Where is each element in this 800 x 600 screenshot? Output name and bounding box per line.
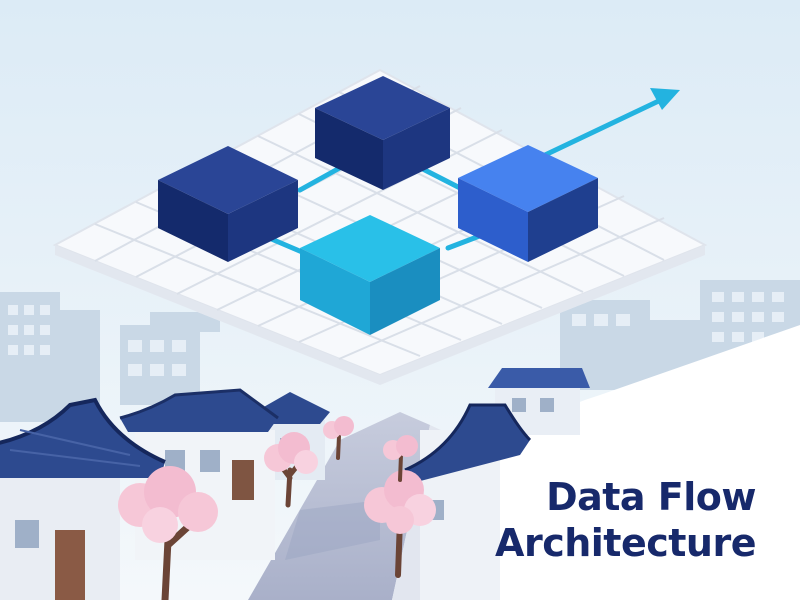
illustration-title: Data Flow Architecture	[495, 474, 756, 566]
skyline-windows	[8, 292, 784, 376]
cherry-blossom-icon	[118, 466, 218, 600]
cherry-tree-right-far	[383, 435, 418, 482]
street	[248, 412, 430, 600]
data-block-top	[315, 76, 450, 190]
street-shadow	[285, 500, 380, 560]
data-block-blue	[458, 145, 598, 262]
growth-arrow-icon	[542, 88, 680, 158]
white-hillside	[440, 325, 800, 600]
cherry-tree-mid	[264, 432, 318, 508]
cherry-tree-right	[364, 470, 436, 578]
cherry-tree-far	[323, 416, 354, 460]
hanok-roof-icon	[0, 397, 166, 600]
title-line-1: Data Flow	[546, 475, 756, 519]
data-block-icon	[158, 146, 298, 262]
data-block-cyan	[300, 215, 440, 335]
title-line-2: Architecture	[495, 521, 756, 565]
